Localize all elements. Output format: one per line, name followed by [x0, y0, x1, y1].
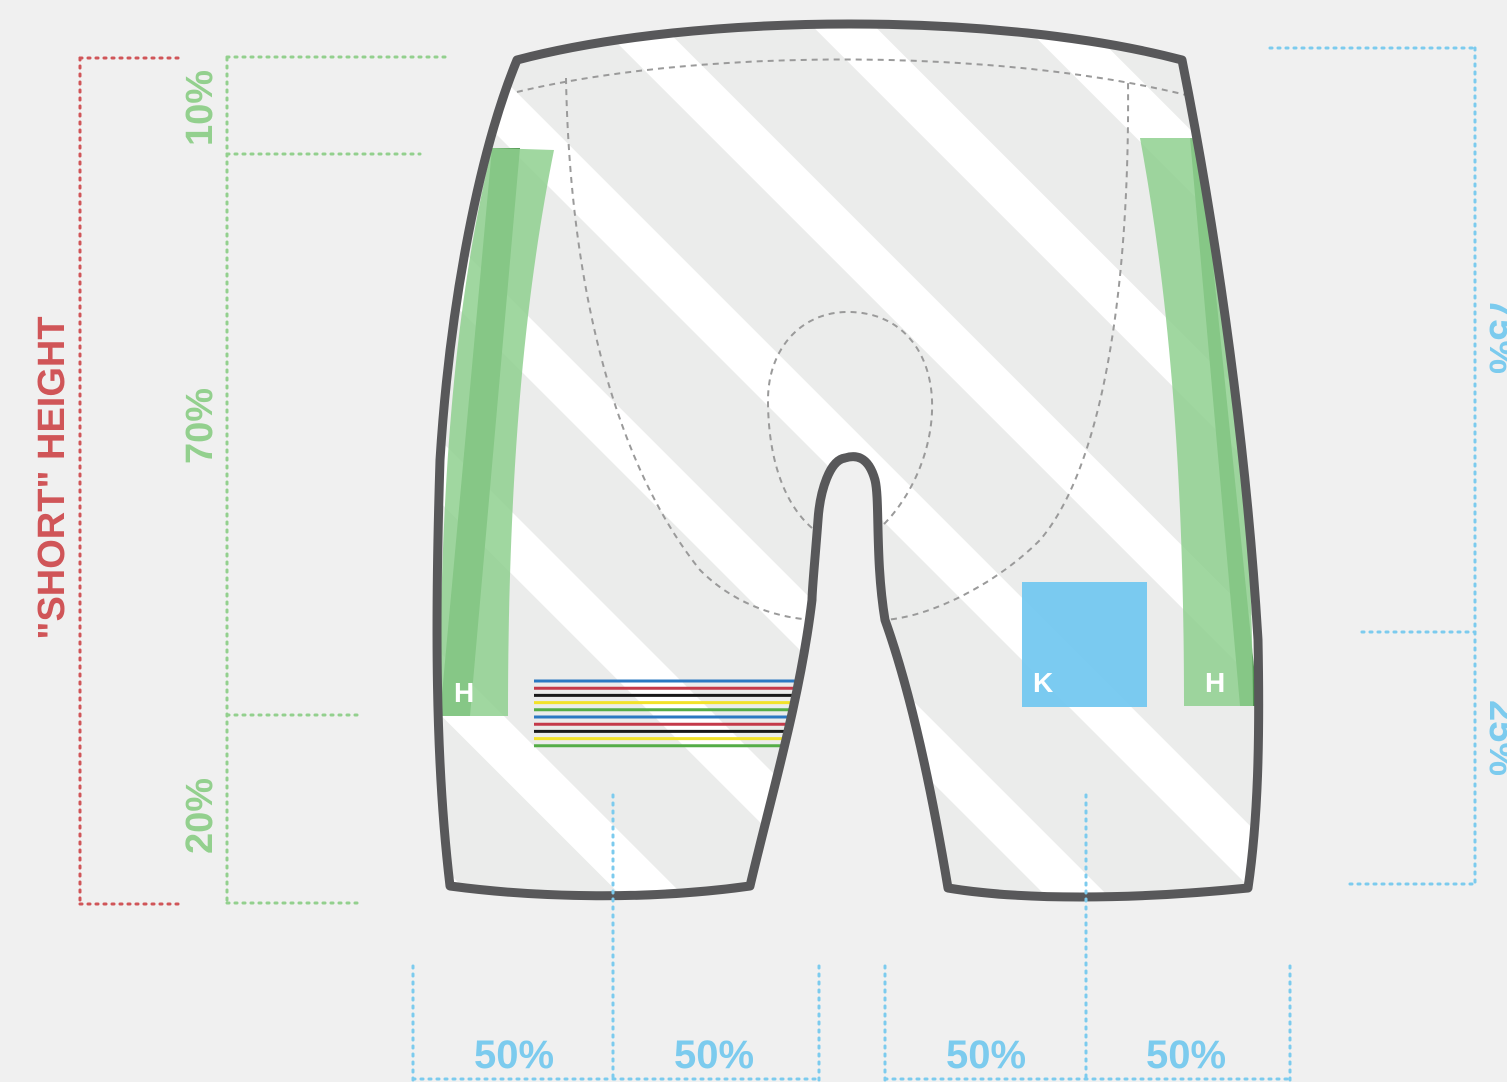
right-hip-label: H — [1205, 667, 1225, 698]
world-champion-stripes-icon — [534, 679, 800, 748]
top-percent-label: 10% — [179, 70, 221, 146]
right-lower-percent-label: 25% — [1481, 700, 1507, 776]
bottom-percent-1: 50% — [474, 1033, 554, 1077]
bottom-division-lines — [411, 793, 1292, 1082]
short-height-label: "SHORT" HEIGHT — [31, 316, 73, 639]
bottom-percent-3: 50% — [946, 1033, 1026, 1077]
chamois-outline-icon — [565, 77, 1130, 621]
middle-percent-label: 70% — [179, 388, 221, 464]
knee-box — [1022, 582, 1147, 707]
bottom-percent-4: 50% — [1146, 1033, 1226, 1077]
left-hip-label: H — [454, 677, 474, 708]
vertical-division-lines — [225, 55, 452, 905]
bottom-percent-label: 20% — [179, 778, 221, 854]
shorts-body — [432, 19, 1264, 902]
knee-label: K — [1033, 667, 1053, 698]
shorts-outline-icon — [432, 19, 1264, 902]
right-division-lines — [1268, 46, 1477, 886]
short-height-bracket — [78, 56, 186, 906]
left-side-panel — [440, 148, 554, 716]
right-upper-percent-label: 75% — [1481, 298, 1507, 374]
bottom-percent-2: 50% — [674, 1033, 754, 1077]
right-side-panel — [1140, 138, 1253, 706]
